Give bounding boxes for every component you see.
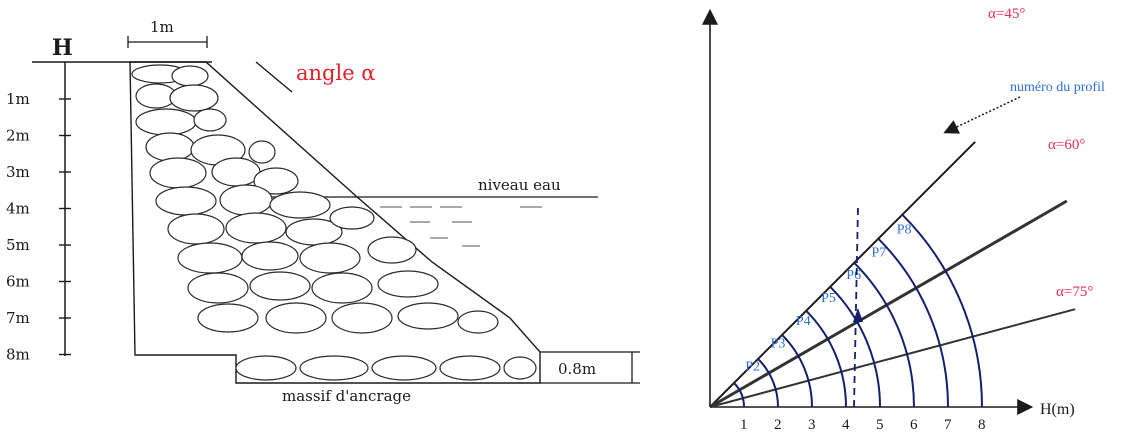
abacus-x-axis-label: H(m) — [1040, 401, 1075, 418]
height-tick-label: 8m — [6, 346, 30, 364]
angle-line — [709, 308, 1076, 408]
profile-label: P8 — [897, 223, 912, 238]
profile-arc — [757, 358, 780, 408]
height-tick-label: 6m — [6, 273, 30, 291]
profile-label: P5 — [821, 291, 836, 306]
gabion-stone — [253, 167, 299, 195]
gabion-stone — [503, 356, 537, 380]
profile-label: P3 — [771, 337, 786, 352]
profile-label: P2 — [745, 359, 760, 374]
base-thickness-dimension: 0.8m — [540, 351, 640, 384]
abacus-x-tick-label: 4 — [842, 417, 850, 432]
gabion-stone — [439, 355, 501, 381]
gabion-stone — [193, 108, 227, 132]
abacus-x-tick-label: 8 — [978, 417, 986, 432]
gabion-stone — [457, 310, 499, 334]
gabion-stone — [187, 272, 249, 304]
abacus-x-tick-label: 3 — [808, 417, 816, 432]
base-thickness-label: 0.8m — [558, 360, 596, 378]
profile-arc — [853, 262, 915, 408]
design-abacus: H(m) 1 2 3 4 5 6 7 8 α=45° α=60° α=75° P2 P3 P4 P5 P6… — [702, 6, 1105, 432]
angle-line-label: α=75° — [1056, 284, 1093, 300]
abacus-x-tick-label: 2 — [774, 417, 782, 432]
gabion-stone — [167, 213, 225, 245]
angle-alpha-label: angle α — [296, 61, 376, 85]
gabion-stone — [248, 140, 276, 164]
profile-arc — [877, 237, 949, 408]
abacus-angle-lines: α=45° α=60° α=75° — [709, 6, 1093, 409]
height-tick-label: 5m — [6, 236, 30, 254]
gabion-stone — [299, 242, 361, 274]
gabion-stone — [299, 355, 369, 381]
angle-line-label: α=45° — [988, 6, 1025, 22]
gabion-stone — [177, 242, 243, 274]
profile-note-label: numéro du profil — [1010, 80, 1105, 95]
gabion-stone — [397, 302, 459, 330]
gabion-stone — [211, 157, 261, 187]
foundation-label: massif d'ancrage — [282, 387, 411, 405]
gabion-stone — [197, 303, 259, 333]
profile-arc — [781, 334, 813, 408]
gabion-stone — [241, 241, 299, 271]
abacus-profile-labels: P2 P3 P4 P5 P6 P7 P8 — [745, 223, 911, 375]
top-width-label: 1m — [150, 18, 174, 36]
profile-label: P7 — [872, 245, 887, 260]
height-ticks: 1m 2m 3m 4m 5m 6m 7m 8m — [6, 90, 71, 364]
top-width-dimension: 1m — [127, 18, 208, 48]
abacus-profile-arcs — [733, 213, 983, 408]
angle-line-label: α=60° — [1048, 137, 1085, 153]
height-tick-label: 3m — [6, 163, 30, 181]
abacus-x-ticks: 1 2 3 4 5 6 7 8 — [740, 417, 986, 432]
angle-line — [709, 141, 976, 408]
angle-indicator-line — [255, 61, 293, 93]
gabion-stone — [367, 236, 417, 264]
gabion-stone — [269, 191, 331, 219]
gabion-stone — [371, 355, 437, 381]
height-tick-label: 1m — [6, 90, 30, 108]
profile-label: P4 — [796, 314, 811, 329]
profile-arc — [901, 213, 983, 408]
gabion-stone — [311, 272, 373, 304]
gabion-stone — [377, 270, 439, 298]
reading-dashed-line — [853, 205, 859, 408]
wall-section: H 1m 2m 3m 4m 5m 6m 7m 8m 1m angle α niveau eau — [6, 18, 640, 405]
gabion-stone — [145, 132, 195, 162]
abacus-x-tick-label: 6 — [910, 417, 918, 432]
height-tick-label: 2m — [6, 127, 30, 145]
abacus-x-tick-label: 1 — [740, 417, 748, 432]
reading-arrow-icon — [853, 308, 863, 322]
profile-note-arrow — [943, 96, 1021, 134]
gabion-stone — [171, 65, 209, 87]
abacus-x-tick-label: 7 — [944, 417, 952, 432]
gabion-stone — [169, 84, 219, 112]
gabion-stones — [131, 64, 537, 381]
water-level-label: niveau eau — [478, 176, 561, 194]
profile-label: P6 — [846, 268, 861, 283]
gabion-stone — [219, 184, 273, 216]
abacus-x-tick-label: 5 — [876, 417, 884, 432]
gabion-stone — [149, 157, 207, 189]
gabion-stone — [155, 186, 217, 216]
angle-line — [709, 199, 1068, 409]
height-tick-label: 7m — [6, 309, 30, 327]
gabion-stone — [331, 302, 393, 334]
gabion-stone — [249, 271, 311, 301]
height-tick-label: 4m — [6, 200, 30, 218]
profile-arc — [829, 286, 881, 408]
gabion-stone — [235, 355, 297, 381]
gabion-stone — [225, 212, 287, 244]
gabion-stone — [329, 206, 375, 230]
height-axis-label: H — [52, 35, 73, 61]
gabion-stone — [135, 108, 197, 136]
profile-arc — [733, 382, 745, 408]
profile-arc — [805, 310, 848, 408]
gabion-stone — [265, 302, 327, 334]
water-hatch — [380, 206, 542, 247]
